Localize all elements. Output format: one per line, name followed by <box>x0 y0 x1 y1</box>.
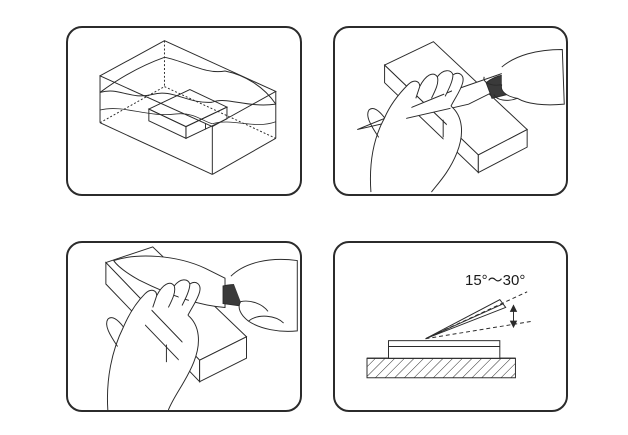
whetstone-side <box>199 335 247 383</box>
whetstone <box>387 340 501 359</box>
sharpening-angle-illustration <box>366 291 534 379</box>
angle-label: 15°～30° <box>465 272 526 289</box>
base-surface <box>366 357 516 379</box>
right-hand <box>230 258 298 332</box>
left-hand <box>369 70 464 193</box>
angle-line-upper <box>425 291 528 340</box>
panel-hold-stone <box>333 26 568 196</box>
whetstone-top <box>147 88 229 128</box>
hold-stone-illustration <box>357 41 565 193</box>
panel-sharpening-angle: 15°～30° <box>333 241 568 412</box>
panel-soak-stone <box>66 26 302 196</box>
whetstone-side <box>477 128 528 174</box>
panel-sharpen-knife <box>66 241 302 412</box>
container-top-edge <box>98 40 277 128</box>
right-hand <box>500 48 565 106</box>
soak-stone-illustration <box>98 40 277 175</box>
left-hand <box>106 279 201 410</box>
sharpen-knife-illustration <box>104 246 298 410</box>
whetstone-side <box>185 106 228 140</box>
water-surface-front <box>99 90 213 103</box>
